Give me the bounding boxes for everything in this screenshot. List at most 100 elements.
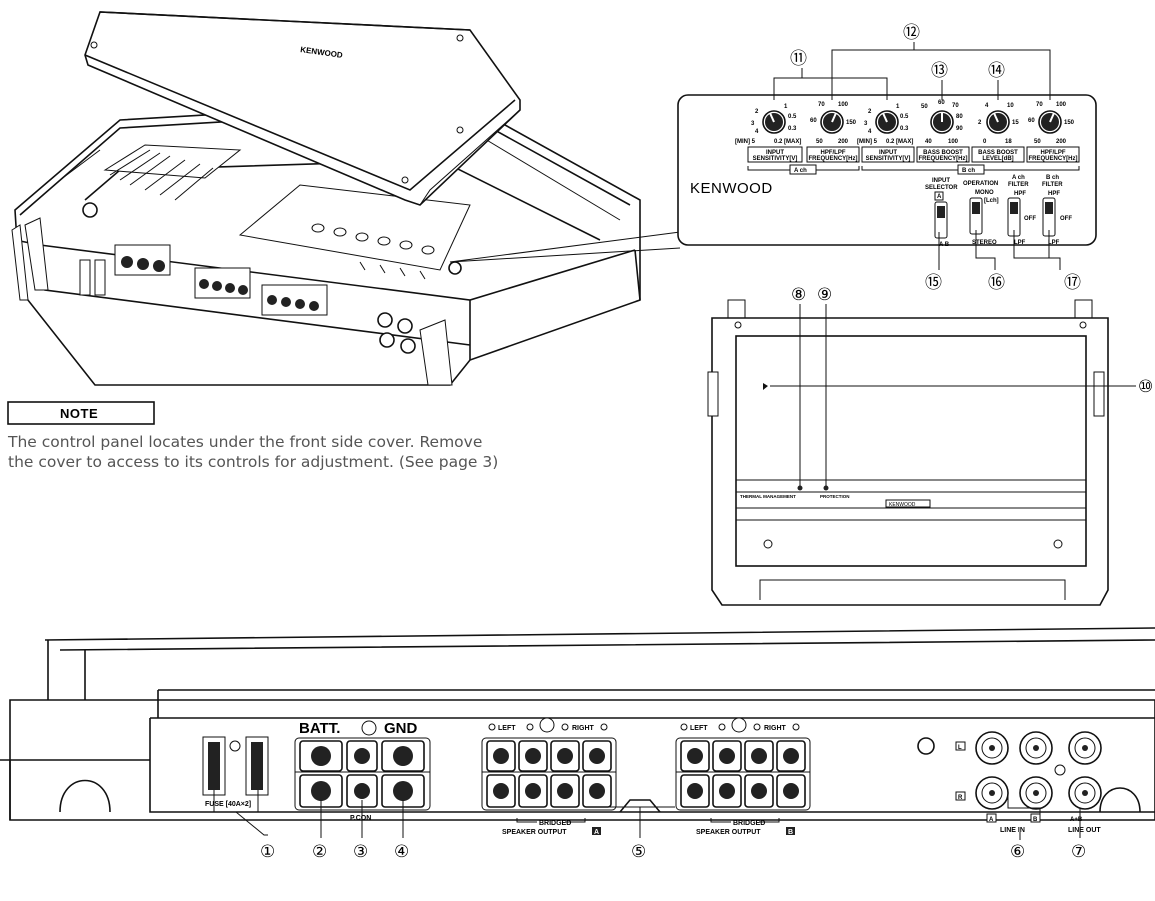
callout-3: ③ <box>353 842 368 862</box>
svg-text:MONO: MONO <box>975 190 994 196</box>
knob-b-hpf-lpf-frequency[interactable]: 70 100 60 50 200 150 <box>1028 102 1075 145</box>
line-out-jacks[interactable]: A+B LINE OUT <box>1054 731 1102 834</box>
knob-a-hpf-lpf-frequency[interactable]: 70 100 60 50 200 150 <box>810 102 857 145</box>
svg-text:70: 70 <box>952 103 959 109</box>
svg-text:STEREO: STEREO <box>972 240 997 246</box>
svg-text:FILTER: FILTER <box>1042 182 1063 188</box>
callout-4: ④ <box>394 842 409 862</box>
svg-text:B: B <box>1033 817 1038 823</box>
switch-input-selector[interactable]: INPUT SELECTOR A A B <box>925 178 958 248</box>
callout-15: ⑮ <box>925 273 942 293</box>
speaker-output-a[interactable]: LEFT RIGHT BRIDGED SPEAKER OUTPUT A <box>481 717 617 836</box>
knob-b-input-sensitivity[interactable]: 2 1 3 4 [MIN] 5 0.5 0.3 0.2 [MAX] <box>857 104 913 145</box>
svg-text:100: 100 <box>838 102 849 108</box>
svg-text:60: 60 <box>1028 118 1035 124</box>
pcon-label: P.CON <box>350 815 371 822</box>
svg-text:0.5: 0.5 <box>900 114 909 120</box>
svg-text:SENSITIVITY[V]: SENSITIVITY[V] <box>753 156 798 162</box>
bch-label: B ch <box>962 168 975 174</box>
callout-14: ⑭ <box>988 61 1005 81</box>
knob-a-input-sensitivity[interactable]: 2 1 3 4 [MIN] 5 0.5 0.3 0.2 [MAX] <box>735 104 801 145</box>
svg-text:100: 100 <box>1056 102 1067 108</box>
svg-text:A: A <box>989 817 994 823</box>
callout-1: ① <box>260 842 275 862</box>
knob-b-bass-boost-frequency[interactable]: 50 60 70 80 90 40 100 <box>921 100 963 145</box>
callout-8: ⑧ <box>791 285 806 305</box>
svg-text:BRIDGED: BRIDGED <box>539 820 571 827</box>
svg-text:HPF: HPF <box>1014 191 1026 197</box>
knob-b-bass-boost-level[interactable]: 4 10 2 15 0 18 <box>978 103 1019 145</box>
svg-text:2: 2 <box>755 109 759 115</box>
callout-5: ⑤ <box>631 842 646 862</box>
svg-text:L: L <box>958 745 962 751</box>
svg-text:LEVEL[dB]: LEVEL[dB] <box>982 156 1013 162</box>
batt-label: BATT. <box>299 720 340 737</box>
svg-text:SELECTOR: SELECTOR <box>925 185 958 191</box>
svg-text:OFF: OFF <box>1060 216 1072 222</box>
svg-text:0.3: 0.3 <box>900 126 909 132</box>
svg-text:60: 60 <box>938 100 945 106</box>
svg-text:4: 4 <box>985 103 989 109</box>
svg-text:BASS BOOST: BASS BOOST <box>978 150 1018 156</box>
svg-text:0.5: 0.5 <box>788 114 797 120</box>
svg-text:[Lch]: [Lch] <box>984 198 999 204</box>
note-line-1: The control panel locates under the fron… <box>7 433 482 451</box>
svg-text:18: 18 <box>1005 139 1012 145</box>
svg-text:60: 60 <box>810 118 817 124</box>
svg-text:INPUT: INPUT <box>766 150 784 156</box>
svg-text:LPF: LPF <box>1048 240 1060 246</box>
note-line-2: the cover to access to its controls for … <box>8 453 498 471</box>
svg-text:OFF: OFF <box>1024 216 1036 222</box>
svg-text:3: 3 <box>751 121 755 127</box>
svg-text:4: 4 <box>868 129 872 135</box>
svg-text:90: 90 <box>956 126 963 132</box>
svg-text:B ch: B ch <box>1046 175 1059 181</box>
svg-text:2: 2 <box>868 109 872 115</box>
svg-text:A: A <box>937 194 942 200</box>
svg-text:SPEAKER OUTPUT: SPEAKER OUTPUT <box>502 829 567 836</box>
svg-text:[MIN] 5: [MIN] 5 <box>735 139 756 145</box>
protection-label: PROTECTION <box>820 494 850 499</box>
thermal-label: THERMAL MANAGEMENT <box>740 494 796 499</box>
svg-text:FILTER: FILTER <box>1008 182 1029 188</box>
svg-text:FUSE [40A×2]: FUSE [40A×2] <box>205 801 251 808</box>
svg-text:LPF: LPF <box>1014 240 1026 246</box>
callout-10: ⑩ <box>1138 377 1153 397</box>
svg-text:150: 150 <box>1064 120 1075 126</box>
svg-text:1: 1 <box>784 104 788 110</box>
svg-text:RIGHT: RIGHT <box>764 725 787 732</box>
switch-b-filter[interactable]: B ch FILTER HPF OFF LPF <box>1042 175 1072 246</box>
gnd-label: GND <box>384 720 418 737</box>
control-panel-detail: ⑪ ⑫ ⑬ ⑭ ⑮ ⑯ ⑰ 2 1 3 4 [MIN] 5 0.5 0.3 0.… <box>677 23 1097 293</box>
speaker-output-b[interactable]: LEFT RIGHT BRIDGED SPEAKER OUTPUT B <box>675 717 811 836</box>
svg-text:INPUT: INPUT <box>932 178 950 184</box>
svg-text:HPF: HPF <box>1048 191 1060 197</box>
ach-label: A ch <box>794 168 807 174</box>
top-view-logo: KENWOOD <box>889 502 916 508</box>
amplifier-end-panel: FUSE [40A×2] BATT. GND P.CON LEFT RIGHT <box>0 627 1155 862</box>
svg-text:HPF/LPF: HPF/LPF <box>821 150 846 156</box>
svg-text:200: 200 <box>1056 139 1067 145</box>
svg-text:0.2 [MAX]: 0.2 [MAX] <box>774 139 801 145</box>
fuse-holder[interactable]: FUSE [40A×2] <box>202 736 269 808</box>
svg-text:BRIDGED: BRIDGED <box>733 820 765 827</box>
note-box <box>7 401 155 425</box>
svg-text:FREQUENCY[Hz]: FREQUENCY[Hz] <box>919 156 968 162</box>
svg-text:BASS BOOST: BASS BOOST <box>923 150 963 156</box>
switch-a-filter[interactable]: A ch FILTER HPF OFF LPF <box>1007 175 1036 246</box>
svg-text:SENSITIVITY[V]: SENSITIVITY[V] <box>866 156 911 162</box>
svg-text:FREQUENCY[Hz]: FREQUENCY[Hz] <box>809 156 858 162</box>
svg-text:0.2 [MAX]: 0.2 [MAX] <box>886 139 913 145</box>
callout-16: ⑯ <box>988 273 1005 293</box>
callout-12: ⑫ <box>903 23 920 43</box>
svg-text:70: 70 <box>1036 102 1043 108</box>
svg-text:10: 10 <box>1007 103 1014 109</box>
svg-text:R: R <box>958 795 963 801</box>
svg-text:A B: A B <box>939 242 950 248</box>
svg-text:SPEAKER OUTPUT: SPEAKER OUTPUT <box>696 829 761 836</box>
line-in-jacks[interactable]: L R A B LINE IN <box>917 731 1053 834</box>
svg-text:0: 0 <box>983 139 987 145</box>
svg-text:40: 40 <box>925 139 932 145</box>
svg-text:A+B: A+B <box>1070 817 1083 823</box>
